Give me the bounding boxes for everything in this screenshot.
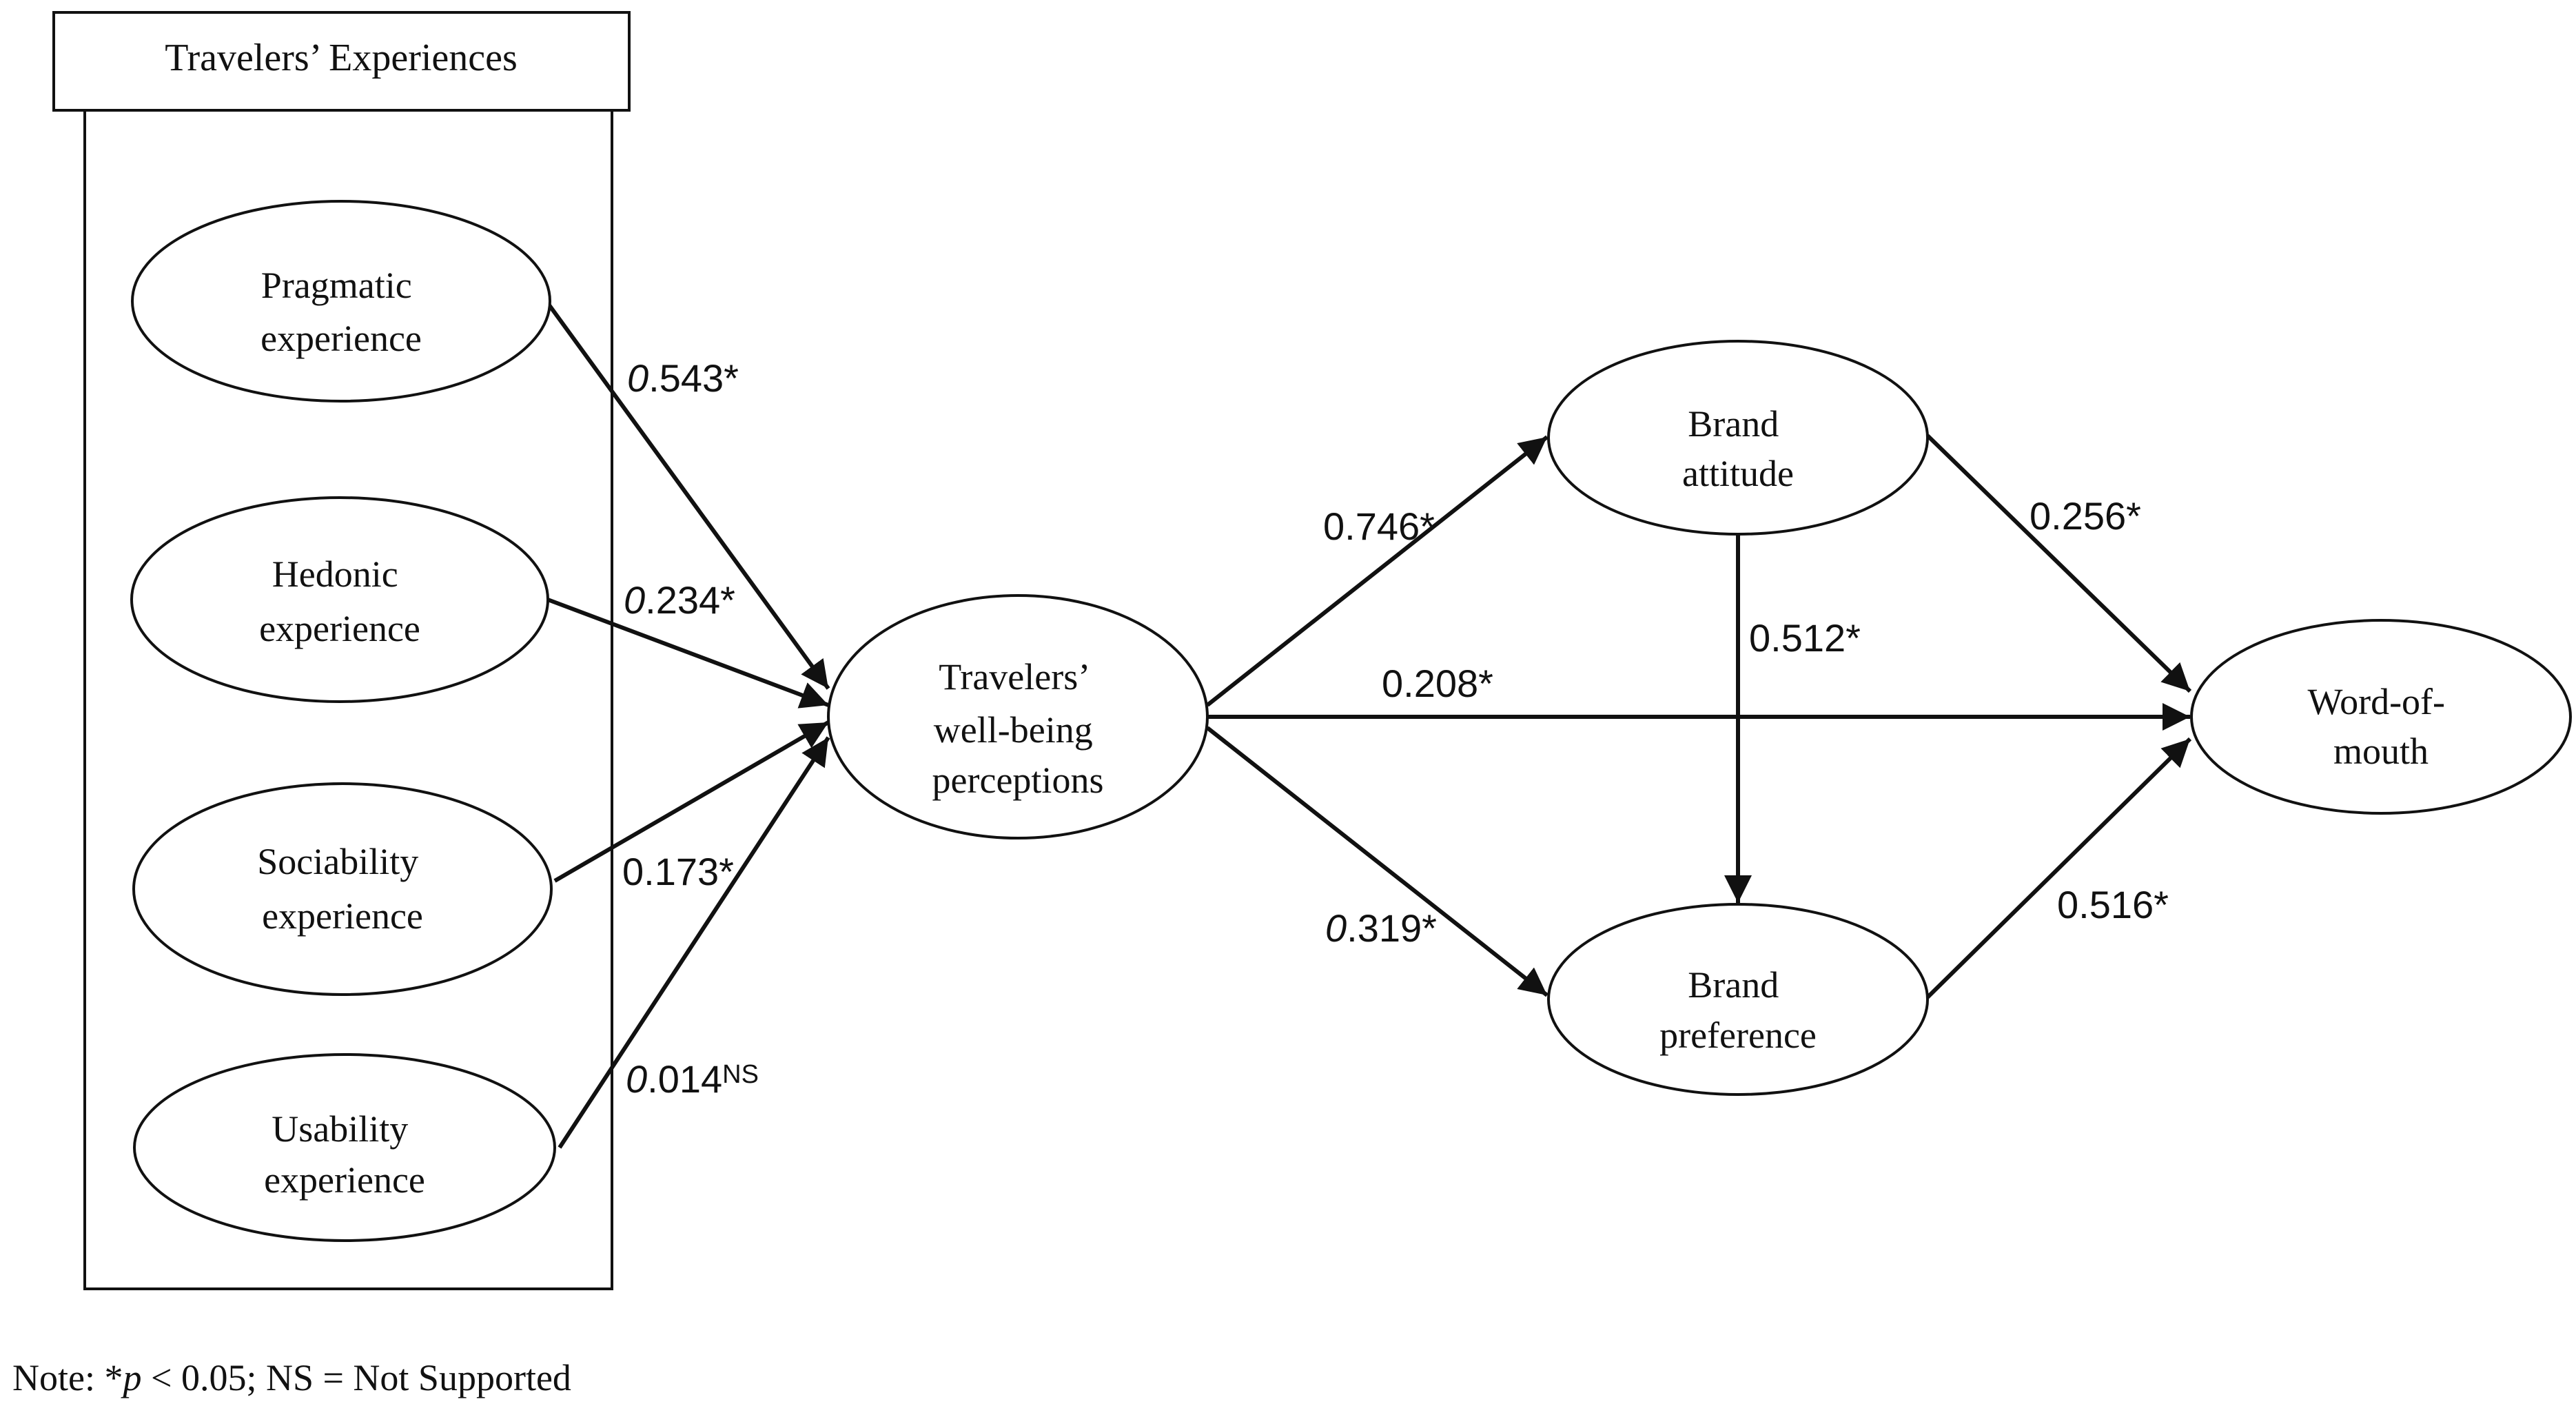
coef-wellbeing-wom-value: 0.208* bbox=[1382, 662, 1493, 705]
edge-preference-to-wom bbox=[1925, 737, 2192, 999]
node-brand-preference-line-2: preference bbox=[1659, 1015, 1817, 1056]
node-wom-line-1: Word-of- bbox=[2307, 681, 2445, 722]
node-sociability-line-1: Sociability bbox=[257, 841, 418, 882]
svg-text:Word-of- mouth: Word-of- mouth bbox=[2307, 681, 2454, 772]
node-brand-attitude-line-1: Brand bbox=[1688, 403, 1779, 445]
node-wellbeing-perceptions: Travelers’ well-being perceptions bbox=[827, 594, 1209, 839]
node-usability-line-1: Usability bbox=[272, 1108, 408, 1150]
node-brand-preference: Brand preference bbox=[1547, 903, 1929, 1096]
coef-wellbeing-preference-value: .319* bbox=[1347, 906, 1437, 950]
svg-text:Hedonic experience: Hedonic experience bbox=[259, 553, 420, 649]
edge-sociability-to-wellbeing bbox=[553, 720, 830, 883]
node-brand-attitude: Brand attitude bbox=[1547, 340, 1929, 536]
coef-usability-sup: NS bbox=[722, 1060, 759, 1089]
footnote-p: p bbox=[120, 1357, 141, 1398]
node-brand-attitude-line-2: attitude bbox=[1682, 453, 1794, 494]
node-sociability-experience: Sociability experience bbox=[132, 782, 553, 996]
coef-wellbeing-attitude-value: 0.746* bbox=[1323, 505, 1435, 548]
coef-attitude-wom: 0.256* bbox=[2030, 494, 2141, 538]
footnote: Note: *p < 0.05; NS = Not Supported bbox=[12, 1357, 571, 1398]
node-wellbeing-line-3: perceptions bbox=[932, 760, 1104, 801]
coef-wellbeing-preference: 0.319* bbox=[1325, 906, 1437, 950]
coef-usability-wellbeing: 0.014NS bbox=[626, 1057, 759, 1101]
svg-text:Brand attitude: Brand attitude bbox=[1682, 403, 1794, 494]
coef-hedonic-wellbeing: 0.234* bbox=[624, 578, 735, 622]
coef-pragmatic-value: .543* bbox=[648, 356, 739, 400]
node-pragmatic-line-2: experience bbox=[260, 318, 422, 359]
footnote-prefix: Note: * bbox=[12, 1357, 123, 1398]
coef-hedonic-lead: 0 bbox=[624, 578, 645, 622]
coef-wellbeing-wom: 0.208* bbox=[1382, 662, 1493, 705]
edge-hedonic-to-wellbeing bbox=[546, 598, 830, 709]
experiences-group-title: Travelers’ Experiences bbox=[165, 37, 518, 79]
node-hedonic-line-2: experience bbox=[259, 608, 420, 649]
edge-usability-to-wellbeing bbox=[558, 736, 830, 1149]
node-hedonic-experience: Hedonic experience bbox=[130, 496, 549, 703]
node-brand-preference-line-1: Brand bbox=[1688, 964, 1779, 1006]
coef-wellbeing-preference-lead: 0 bbox=[1325, 906, 1347, 950]
svg-text:Pragmatic experience: Pragmatic experience bbox=[260, 265, 422, 359]
coef-preference-wom-value: 0.516* bbox=[2057, 883, 2169, 926]
svg-text:Sociability experience: Sociability experience bbox=[257, 841, 427, 937]
svg-text:Travelers’ well-being: Travelers’ well-being perceptions bbox=[932, 656, 1104, 801]
coef-wellbeing-attitude: 0.746* bbox=[1323, 505, 1435, 548]
coef-pragmatic-lead: 0 bbox=[627, 356, 648, 400]
node-sociability-line-2: experience bbox=[262, 895, 423, 937]
node-word-of-mouth: Word-of- mouth bbox=[2190, 619, 2572, 815]
edge-wellbeing-to-preference bbox=[1206, 726, 1548, 997]
svg-text:Brand preference: Brand preference bbox=[1659, 964, 1817, 1056]
node-wellbeing-line-2: well-being bbox=[934, 709, 1093, 751]
footnote-suffix: < 0.05; NS = Not Supported bbox=[141, 1357, 571, 1398]
coef-usability-lead: 0 bbox=[626, 1057, 647, 1101]
coef-sociability-value: 0.173* bbox=[622, 850, 734, 893]
node-wom-line-2: mouth bbox=[2333, 731, 2429, 772]
edge-attitude-to-wom bbox=[1925, 434, 2192, 693]
coef-hedonic-value: .234* bbox=[645, 578, 735, 622]
edge-pragmatic-to-wellbeing bbox=[546, 302, 830, 690]
coef-usability-value: .014 bbox=[647, 1057, 722, 1101]
svg-text:Usability experience: Usability experience bbox=[264, 1108, 425, 1201]
node-usability-line-2: experience bbox=[264, 1159, 425, 1201]
node-wellbeing-line-1: Travelers’ bbox=[939, 656, 1087, 698]
node-usability-experience: Usability experience bbox=[133, 1053, 556, 1242]
edge-wellbeing-to-attitude bbox=[1206, 435, 1548, 707]
experiences-group-title-box bbox=[52, 11, 631, 112]
coef-pragmatic-wellbeing: 0.543* bbox=[627, 356, 739, 400]
coef-preference-wom: 0.516* bbox=[2057, 883, 2169, 926]
coef-sociability-wellbeing: 0.173* bbox=[622, 850, 734, 893]
node-hedonic-line-1: Hedonic bbox=[272, 553, 398, 595]
coef-attitude-preference-value: 0.512* bbox=[1749, 616, 1861, 660]
coef-attitude-wom-value: 0.256* bbox=[2030, 494, 2141, 538]
node-pragmatic-line-1: Pragmatic bbox=[261, 265, 412, 306]
coef-attitude-preference: 0.512* bbox=[1749, 616, 1861, 660]
node-pragmatic-experience: Pragmatic experience bbox=[131, 200, 551, 403]
